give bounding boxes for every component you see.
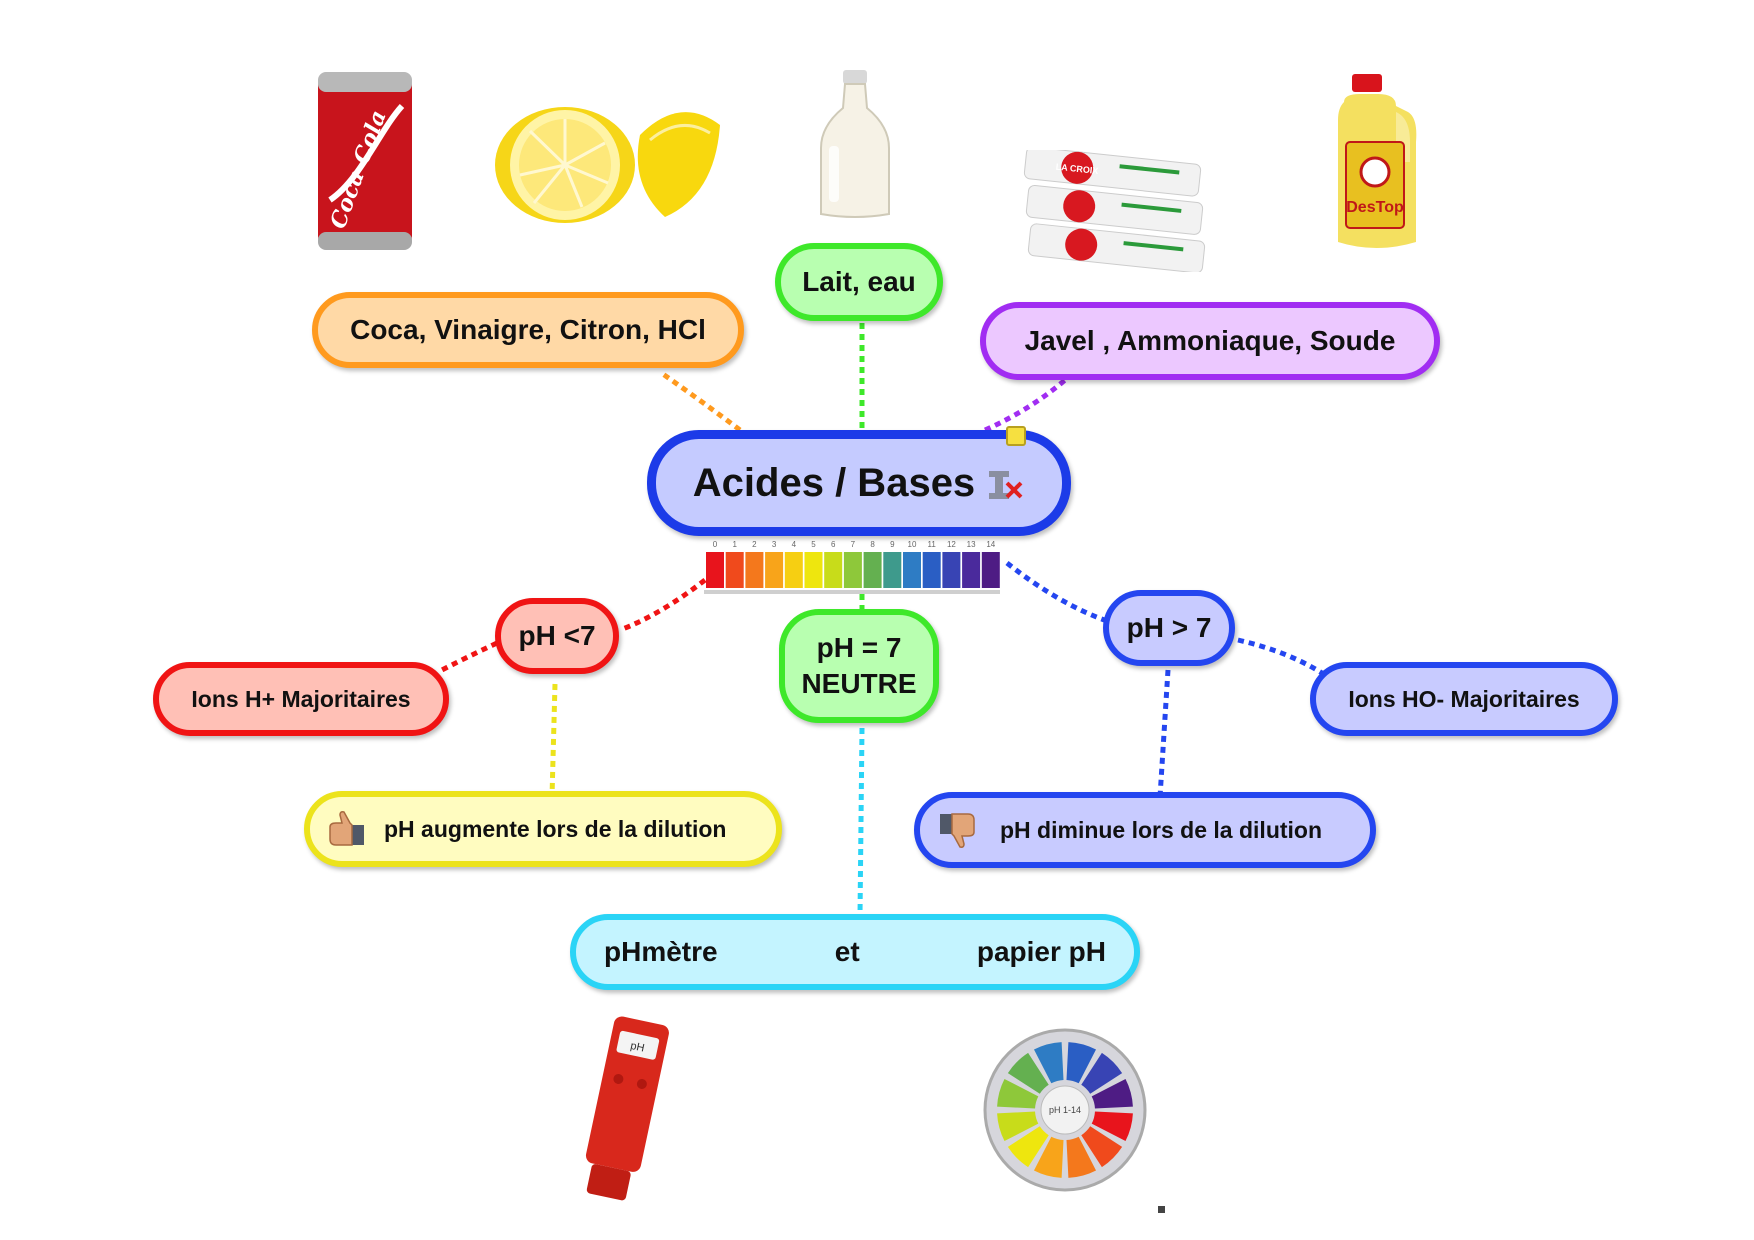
ph-scale-swatch-5 [804, 552, 823, 588]
wire-acid-dilution [549, 683, 558, 798]
ph-meter-image: pH [585, 1016, 669, 1201]
svg-text:pH: pH [629, 1040, 645, 1055]
ph-scale-tick-1: 1 [732, 540, 737, 549]
wire-base [1005, 561, 1111, 625]
wire-acid-examples [658, 369, 742, 433]
svg-text:pH 1-14: pH 1-14 [1049, 1105, 1081, 1115]
wheel-segment-2 [1066, 1136, 1097, 1178]
ph-scale-tick-12: 12 [947, 540, 956, 549]
ph-scale-swatch-14 [981, 552, 1000, 588]
ph-scale-swatch-7 [843, 552, 862, 588]
wheel-segment-11 [1091, 1078, 1133, 1109]
lacroix-bleach-image: LA CROIX [1023, 150, 1206, 272]
ph-scale-swatch-2 [745, 552, 764, 588]
acid-label: pH <7 [518, 620, 596, 651]
wheel-segment-7 [1007, 1052, 1049, 1094]
ph-scale-tick-13: 13 [967, 540, 976, 549]
acid-examples-text: Coca, Vinaigre, Citron, HCl [350, 314, 706, 345]
note-marker[interactable] [1006, 426, 1026, 446]
ph-scale-tick-7: 7 [851, 540, 856, 549]
ph-scale-swatch-13 [962, 552, 981, 588]
wheel-segment-9 [1066, 1042, 1097, 1084]
ph-scale-tick-3: 3 [772, 540, 777, 549]
wheel-segment-4 [1007, 1126, 1049, 1168]
acid-dilution-text: pH augmente lors de la dilution [384, 815, 727, 842]
ph-scale-tick-10: 10 [908, 540, 917, 549]
base-dilution-text: pH diminue lors de la dilution [1000, 816, 1323, 843]
central-topic-title: Acides / Bases [692, 460, 976, 505]
ph-scale-swatch-10 [903, 552, 921, 588]
base-node[interactable]: pH > 7 [1103, 590, 1235, 666]
wire-base-dilution [1157, 669, 1171, 798]
ph-scale-tick-6: 6 [831, 540, 836, 549]
ph-scale-swatch-12 [942, 552, 961, 588]
coca-can-image: Coca-Cola [318, 72, 412, 250]
acid-dilution-node[interactable]: pH augmente lors de la dilution [304, 791, 782, 867]
acid-examples-node[interactable]: Coca, Vinaigre, Citron, HCl [312, 292, 744, 368]
neutral-line2: NEUTRE [801, 668, 917, 699]
wheel-segment-3 [1033, 1136, 1064, 1178]
neutral-examples-node[interactable]: Lait, eau [775, 243, 943, 321]
base-examples-node[interactable]: Javel , Ammoniaque, Soude [980, 302, 1440, 380]
wire-acid [619, 578, 707, 633]
base-dilution-node[interactable]: pH diminue lors de la dilution [914, 792, 1376, 868]
neutral-examples-text: Lait, eau [802, 266, 916, 297]
wheel-segment-1 [1081, 1126, 1123, 1168]
ph-scale-swatch-0 [706, 552, 724, 588]
ph-scale-tick-2: 2 [752, 540, 757, 549]
lemon-image [495, 107, 720, 223]
ph-scale-tick-9: 9 [890, 540, 895, 549]
wire-measure [857, 727, 865, 917]
ph-scale-swatch-4 [784, 552, 803, 588]
milk-bottle-image [820, 70, 890, 218]
ph-scale-tick-11: 11 [928, 540, 937, 549]
ph-scale-swatch-6 [824, 552, 843, 588]
ph-scale-swatch-1 [725, 552, 744, 588]
ph-scale-swatch-11 [922, 552, 941, 588]
ph-scale-tick-14: 14 [986, 540, 995, 549]
acid-node[interactable]: pH <7 [495, 598, 619, 674]
ph-scale-tick-8: 8 [870, 540, 875, 549]
central-topic-node[interactable]: Acides / Bases [647, 430, 1071, 536]
thumbs-up-icon [329, 811, 364, 846]
svg-text:LA CROIX: LA CROIX [1055, 162, 1098, 176]
wheel-segment-5 [997, 1111, 1039, 1142]
ph-paper-wheel-image: pH 1-14 [983, 1028, 1147, 1192]
measure-part1: pHmètre [604, 936, 718, 967]
wheel-segment-10 [1081, 1052, 1123, 1094]
wheel-segment-0 [1091, 1111, 1133, 1142]
wire-acid-ions [436, 640, 499, 675]
measure-part3: papier pH [976, 936, 1106, 967]
ph-scale-tick-5: 5 [811, 540, 816, 549]
ph-scale-base [704, 590, 1000, 594]
base-ions-text: Ions HO- Majoritaires [1348, 685, 1580, 712]
dot-marker [1158, 1206, 1165, 1213]
ph-scale-tick-4: 4 [792, 540, 797, 549]
base-examples-text: Javel , Ammoniaque, Soude [1024, 325, 1396, 356]
ph-scale-swatch-9 [883, 552, 902, 588]
measure-node[interactable]: pHmètre et papier pH [570, 914, 1140, 990]
wire-base-examples [983, 378, 1067, 433]
acid-ions-text: Ions H+ Majoritaires [191, 685, 411, 712]
wire-base-ions [1237, 637, 1327, 678]
wheel-segment-6 [997, 1078, 1039, 1109]
acid-ions-node[interactable]: Ions H+ Majoritaires [153, 662, 449, 736]
neutral-line1: pH = 7 [816, 632, 902, 663]
measure-part2: et [834, 936, 860, 967]
svg-text:DesTop: DesTop [1346, 199, 1404, 216]
attachment-icon[interactable] [987, 465, 1025, 501]
neutral-node[interactable]: pH = 7 NEUTRE [779, 609, 939, 723]
wheel-segment-8 [1033, 1042, 1064, 1084]
ph-scale-swatch-8 [863, 552, 882, 588]
base-label: pH > 7 [1126, 612, 1212, 643]
ph-scale-swatch-3 [765, 552, 784, 588]
base-ions-node[interactable]: Ions HO- Majoritaires [1310, 662, 1618, 736]
ph-scale-tick-0: 0 [713, 540, 718, 549]
destop-bottle-image: DesTop [1338, 74, 1417, 248]
thumbs-down-icon [940, 813, 975, 848]
